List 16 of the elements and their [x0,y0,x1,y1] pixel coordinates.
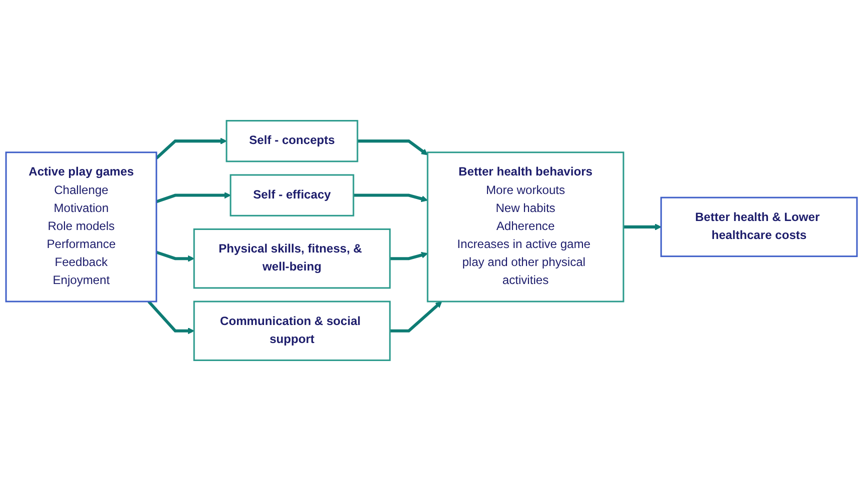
arrow [390,301,442,332]
node-box: Communication & social support [193,300,391,362]
arrow [353,194,428,202]
node-box: Self - concepts [226,120,358,162]
arrow [357,140,428,156]
arrow [623,224,662,230]
node-box: Better health & Lower healthcare costs [660,196,858,258]
node-box: Physical skills, fitness, & well-being [193,228,391,289]
node-box: Better health behaviors More workouts New habits Adherence Increases in active game play and other physical activities [426,152,624,302]
arrow [156,192,231,204]
arrow [148,300,194,334]
arrow [155,138,227,160]
node-box: Active play games Challenge Motivation Role models Performance Feedback Enjoyment [5,152,158,302]
node-box: Self - efficacy [230,174,354,216]
arrow [390,252,428,260]
arrow [156,250,194,262]
